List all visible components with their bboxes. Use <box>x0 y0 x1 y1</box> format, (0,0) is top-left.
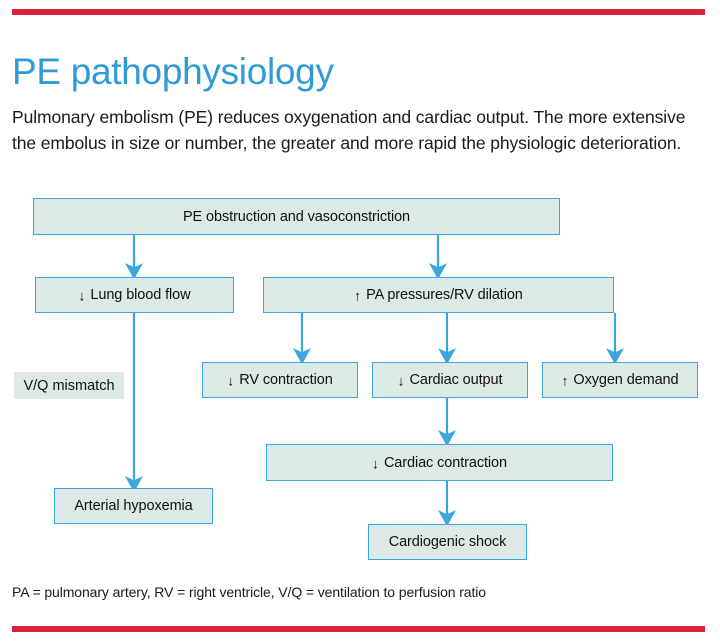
node-rv-contraction: ↓ RV contraction <box>202 362 358 398</box>
arrow-down-icon: ↓ <box>397 372 405 389</box>
node-label: PA pressures/RV dilation <box>366 287 523 303</box>
arrow-down-icon: ↓ <box>78 287 86 304</box>
top-rule <box>12 9 705 15</box>
node-cardiogenic-shock: Cardiogenic shock <box>368 524 527 560</box>
node-pa-pressures: ↑ PA pressures/RV dilation <box>263 277 614 313</box>
arrow-up-icon: ↑ <box>561 372 569 389</box>
node-label: Cardiac output <box>409 372 503 388</box>
node-label: Lung blood flow <box>90 287 191 303</box>
node-label: RV contraction <box>239 372 333 388</box>
page-title: PE pathophysiology <box>12 50 334 92</box>
arrow-down-icon: ↓ <box>372 455 379 471</box>
arrow-up-icon: ↑ <box>354 287 362 304</box>
label-vq-mismatch: V/Q mismatch <box>14 372 124 399</box>
node-pe-obstruction: PE obstruction and vasoconstriction <box>33 198 560 235</box>
node-cardiac-output: ↓ Cardiac output <box>372 362 528 398</box>
intro-paragraph: Pulmonary embolism (PE) reduces oxygenat… <box>12 106 686 153</box>
node-label: V/Q mismatch <box>23 377 115 394</box>
node-label: Arterial hypoxemia <box>74 498 193 514</box>
abbreviations-footnote: PA = pulmonary artery, RV = right ventri… <box>12 584 486 600</box>
arrow-down-icon: ↓ <box>227 372 235 389</box>
bottom-rule <box>12 626 705 632</box>
node-oxygen-demand: ↑ Oxygen demand <box>542 362 698 398</box>
node-label: Cardiogenic shock <box>388 534 507 550</box>
node-label: Cardiac contraction <box>383 454 507 471</box>
node-label: PE obstruction and vasoconstriction <box>182 208 410 225</box>
node-arterial-hypoxemia: Arterial hypoxemia <box>54 488 213 524</box>
node-label: Oxygen demand <box>573 372 679 388</box>
node-cardiac-contraction: ↓ Cardiac contraction <box>266 444 613 481</box>
node-lung-blood-flow: ↓ Lung blood flow <box>35 277 234 313</box>
